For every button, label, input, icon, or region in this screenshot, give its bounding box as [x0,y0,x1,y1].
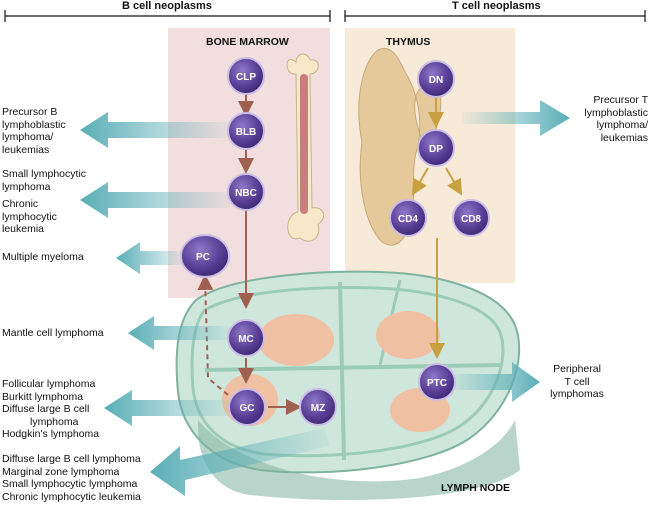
arrow-myeloma [116,242,185,274]
bone-marrow-label: BONE MARROW [206,36,289,48]
svg-text:GC: GC [240,403,255,414]
svg-text:CLP: CLP [236,72,256,83]
cell-gc: GC [228,388,266,426]
arrow-peripheral-t [450,362,540,402]
cell-nbc: NBC [227,173,265,211]
arrow-sll-cll [80,182,230,218]
thymus-label: THYMUS [386,36,431,48]
neoplasm-arrows [80,100,570,496]
label-peripheral-t: Peripheral T cell lymphomas [550,363,604,400]
svg-text:PTC: PTC [427,378,447,389]
cell-blb: BLB [227,112,265,150]
cell-clp: CLP [227,57,265,95]
cell-mz: MZ [299,388,337,426]
t-cell-bracket [344,10,646,22]
svg-text:DP: DP [429,144,443,155]
svg-text:CD8: CD8 [461,214,481,225]
label-precursor-t: Precursor T lymphoblastic lymphoma/ leuk… [584,94,648,144]
label-mantle: Mantle cell lymphoma [2,327,104,339]
b-cell-header: B cell neoplasms [118,0,216,12]
cell-dp: DP [417,129,455,167]
cell-cd8: CD8 [452,199,490,237]
b-cell-pathway [197,94,302,415]
bone-icon [286,53,325,242]
arrow-precursor-t [462,100,570,136]
label-sll-cll: Small lymphocytic lymphoma Chronic lymph… [2,168,87,235]
cell-mc: MC [227,319,265,357]
svg-text:MZ: MZ [311,403,325,414]
cell-pc: PC [180,234,230,278]
arrow-mantle [128,316,232,350]
t-cell-pathway [411,97,463,359]
svg-text:PC: PC [196,252,210,263]
label-mz-group: Diffuse large B cell lymphoma Marginal z… [2,453,141,503]
svg-text:NBC: NBC [235,188,257,199]
svg-text:MC: MC [238,334,254,345]
cell-cd4: CD4 [389,199,427,237]
b-cell-bracket [4,10,331,22]
label-gc-group: Follicular lymphoma Burkitt lymphoma Dif… [2,378,100,440]
lymph-node-label: LYMPH NODE [441,482,511,494]
svg-text:BLB: BLB [236,127,257,138]
label-myeloma: Multiple myeloma [2,251,84,263]
cell-ptc: PTC [418,363,456,401]
svg-text:DN: DN [429,75,443,86]
t-cell-header: T cell neoplasms [448,0,545,12]
cell-dn: DN [417,60,455,98]
arrow-gc [104,390,232,426]
arrow-mz [150,428,330,496]
arrow-precursor-b [80,112,230,148]
svg-text:CD4: CD4 [398,214,418,225]
label-precursor-b: Precursor B lymphoblastic lymphoma/ leuk… [2,106,66,156]
